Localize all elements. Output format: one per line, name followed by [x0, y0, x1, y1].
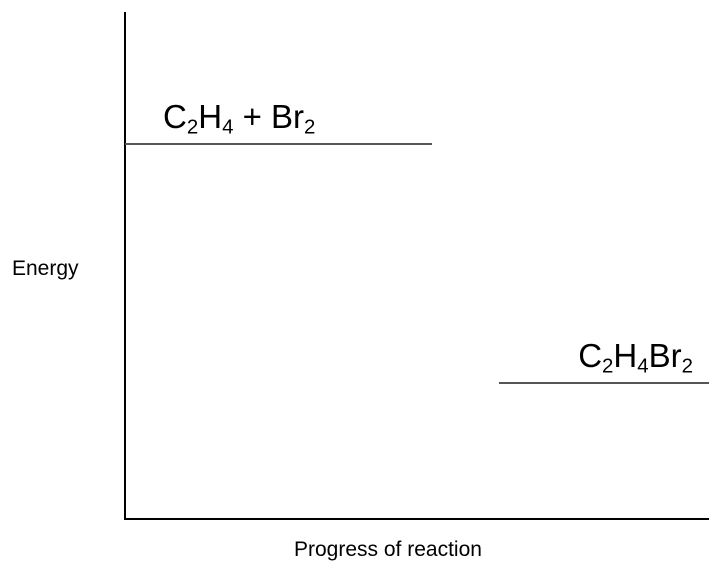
products-energy-level: [499, 382, 709, 384]
reactants-c-subscript: 2: [186, 115, 199, 139]
products-label: C2H4Br2: [578, 337, 693, 376]
products-c: C: [578, 337, 603, 374]
products-br: Br: [648, 337, 682, 374]
reactants-label: C2H4 + Br2: [163, 98, 315, 137]
products-h-subscript: 4: [637, 354, 649, 378]
reaction-progress-axis: [124, 518, 709, 520]
reactants-h-subscript: 4: [222, 115, 234, 139]
reactants-br: + Br: [233, 98, 305, 135]
reactants-br-subscript: 2: [304, 115, 316, 139]
reactants-c: C: [163, 98, 187, 135]
products-br-subscript: 2: [681, 354, 693, 378]
energy-axis-label: Energy: [12, 257, 79, 280]
energy-axis: [124, 12, 126, 520]
products-h: H: [613, 337, 638, 374]
products-c-subscript: 2: [602, 354, 614, 378]
reactants-h: H: [198, 98, 223, 135]
progress-axis-label: Progress of reaction: [294, 538, 482, 561]
reactants-energy-level: [125, 143, 432, 145]
